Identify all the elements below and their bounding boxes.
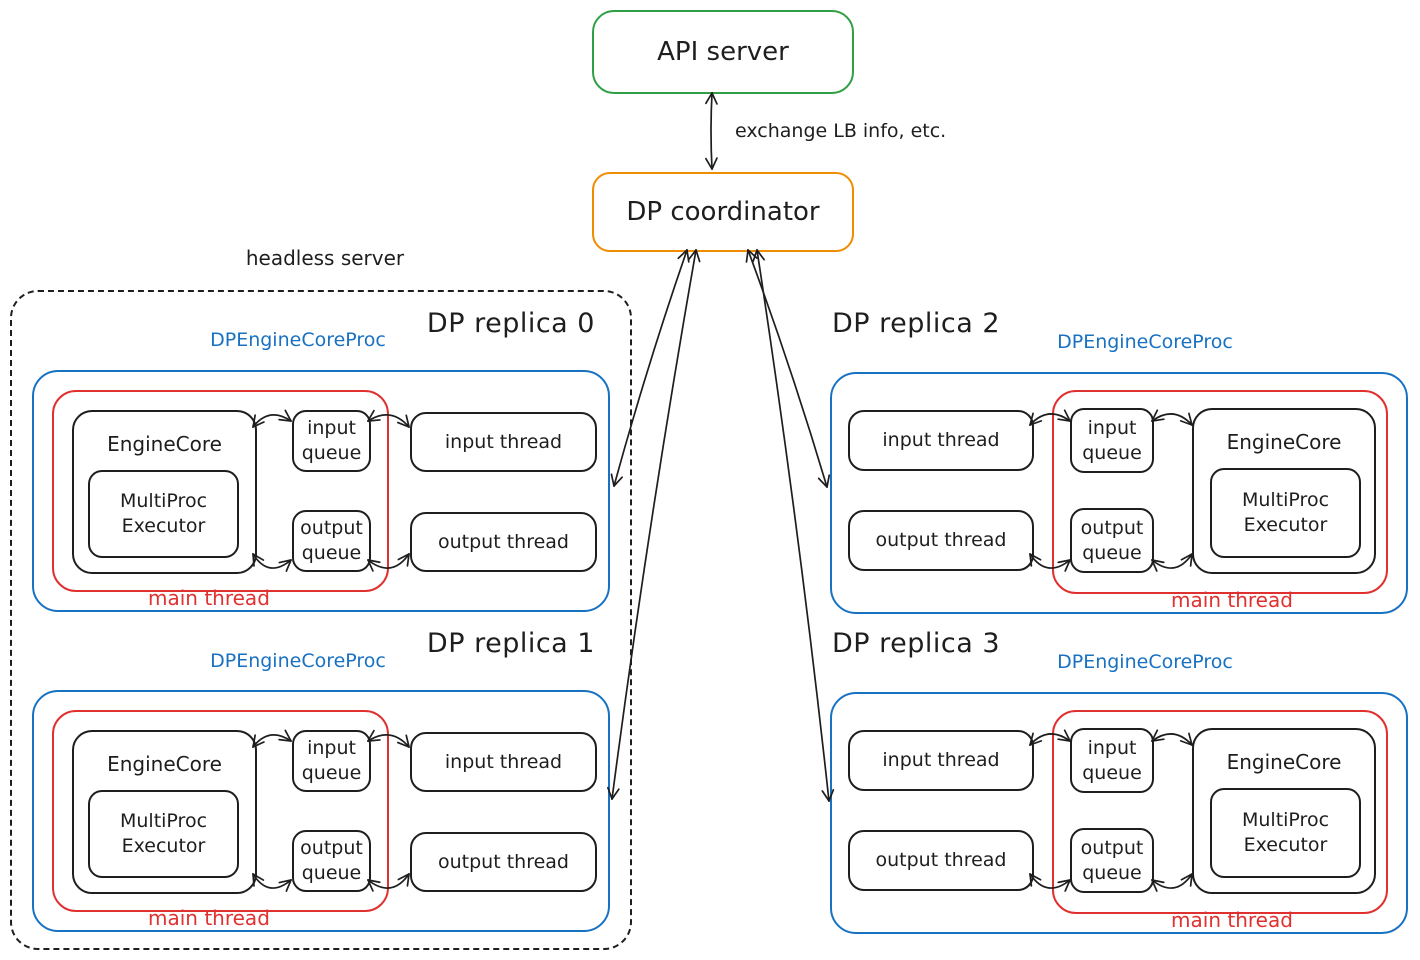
replica-1-input-queue-label: input queue <box>301 737 362 784</box>
replica-2-input-thread-label: input thread <box>882 429 1000 452</box>
replica-2-output-thread-label: output thread <box>875 529 1007 552</box>
replica-3-input-queue-box: input queue <box>1070 728 1154 793</box>
dp-coordinator-box: DP coordinator <box>592 172 854 252</box>
replica-3-main-thread-box <box>1052 710 1388 914</box>
replica-0-input-thread-box: input thread <box>410 412 597 472</box>
replica-0-multiproc-executor-box: MultiProc Executor <box>88 470 239 558</box>
replica-2-dpenginecoreproc-box <box>830 372 1408 614</box>
replica-2-input-queue-box: input queue <box>1070 408 1154 473</box>
replica-2-engine-core-box: EngineCore MultiProc Executor <box>1192 408 1376 574</box>
api-server-label: API server <box>657 37 789 67</box>
replica-0-title: DP replica 0 <box>426 308 595 339</box>
replica-3-dpenginecoreproc-box <box>830 692 1408 934</box>
replica-3-output-thread-label: output thread <box>875 849 1007 872</box>
replica-1-engine-core-label: EngineCore <box>107 752 222 776</box>
replica-1-main-thread-box <box>52 710 389 912</box>
replica-0-multiproc-executor-label: MultiProc Executor <box>119 490 208 537</box>
replica-2-main-thread-box <box>1052 390 1388 594</box>
dp-coordinator-label: DP coordinator <box>626 197 820 227</box>
replica-0-engine-core-box: EngineCore MultiProc Executor <box>72 410 257 574</box>
replica-3-dpenginecoreproc-label: DPEngineCoreProc <box>1057 651 1233 673</box>
replica-1-multiproc-executor-label: MultiProc Executor <box>119 810 208 857</box>
replica-1-dpenginecoreproc-box <box>32 690 610 932</box>
replica-3-engine-core-box: EngineCore MultiProc Executor <box>1192 728 1376 894</box>
replica-0-input-thread-label: input thread <box>444 430 563 453</box>
replica-1-input-thread-label: input thread <box>444 750 563 773</box>
replica-0-output-thread-box: output thread <box>410 512 597 572</box>
api-server-box: API server <box>592 10 854 94</box>
replica-0-engine-core-label: EngineCore <box>107 432 222 456</box>
replica-1-output-queue-box: output queue <box>292 830 371 892</box>
replica-2-input-queue-label: input queue <box>1082 416 1142 464</box>
replica-0-dpenginecoreproc-label: DPEngineCoreProc <box>210 329 386 351</box>
replica-2-dpenginecoreproc-label: DPEngineCoreProc <box>1057 331 1233 353</box>
replica-3-input-thread-label: input thread <box>882 749 1000 772</box>
replica-3-input-queue-label: input queue <box>1082 736 1142 784</box>
replica-3-multiproc-executor-label: MultiProc Executor <box>1241 809 1330 856</box>
replica-0-output-thread-label: output thread <box>438 530 569 553</box>
replica-3-output-queue-box: output queue <box>1070 828 1154 893</box>
headless-server-label: headless server <box>245 246 405 270</box>
replica-2-output-queue-box: output queue <box>1070 508 1154 573</box>
replica-2-engine-core-label: EngineCore <box>1226 430 1342 454</box>
replica-3-input-thread-box: input thread <box>848 730 1034 791</box>
replica-3-output-queue-label: output queue <box>1080 836 1144 884</box>
replica-2-input-thread-box: input thread <box>848 410 1034 471</box>
replica-3-output-thread-box: output thread <box>848 830 1034 891</box>
replica-1-input-queue-box: input queue <box>292 730 371 792</box>
replica-3-engine-core-label: EngineCore <box>1226 750 1342 774</box>
replica-0-main-thread-label: main thread <box>148 586 270 610</box>
replica-2-multiproc-executor-label: MultiProc Executor <box>1241 489 1330 536</box>
replica-1-multiproc-executor-box: MultiProc Executor <box>88 790 239 878</box>
replica-3-multiproc-executor-box: MultiProc Executor <box>1210 788 1361 878</box>
replica-1-output-thread-box: output thread <box>410 832 597 892</box>
replica-2-main-thread-label: main thread <box>1171 588 1293 612</box>
replica-2-output-queue-label: output queue <box>1080 516 1144 564</box>
replica-1-input-thread-box: input thread <box>410 732 597 792</box>
replica-3-main-thread-label: main thread <box>1171 908 1293 932</box>
replica-1-engine-core-box: EngineCore MultiProc Executor <box>72 730 257 894</box>
replica-1-dpenginecoreproc-label: DPEngineCoreProc <box>210 650 386 672</box>
replica-2-multiproc-executor-box: MultiProc Executor <box>1210 468 1361 558</box>
replica-0-input-queue-box: input queue <box>292 410 371 472</box>
connection-label: exchange LB info, etc. <box>735 120 947 142</box>
replica-0-input-queue-label: input queue <box>301 417 362 464</box>
replica-1-output-thread-label: output thread <box>438 850 569 873</box>
replica-1-output-queue-label: output queue <box>300 837 363 884</box>
replica-0-output-queue-label: output queue <box>300 517 363 564</box>
replica-1-main-thread-label: main thread <box>148 906 270 930</box>
replica-0-output-queue-box: output queue <box>292 510 371 572</box>
replica-1-title: DP replica 1 <box>426 628 595 659</box>
replica-0-dpenginecoreproc-box <box>32 370 610 612</box>
replica-3-title: DP replica 3 <box>832 628 1001 659</box>
replica-0-main-thread-box <box>52 390 389 592</box>
replica-2-title: DP replica 2 <box>832 308 1001 339</box>
replica-2-output-thread-box: output thread <box>848 510 1034 571</box>
